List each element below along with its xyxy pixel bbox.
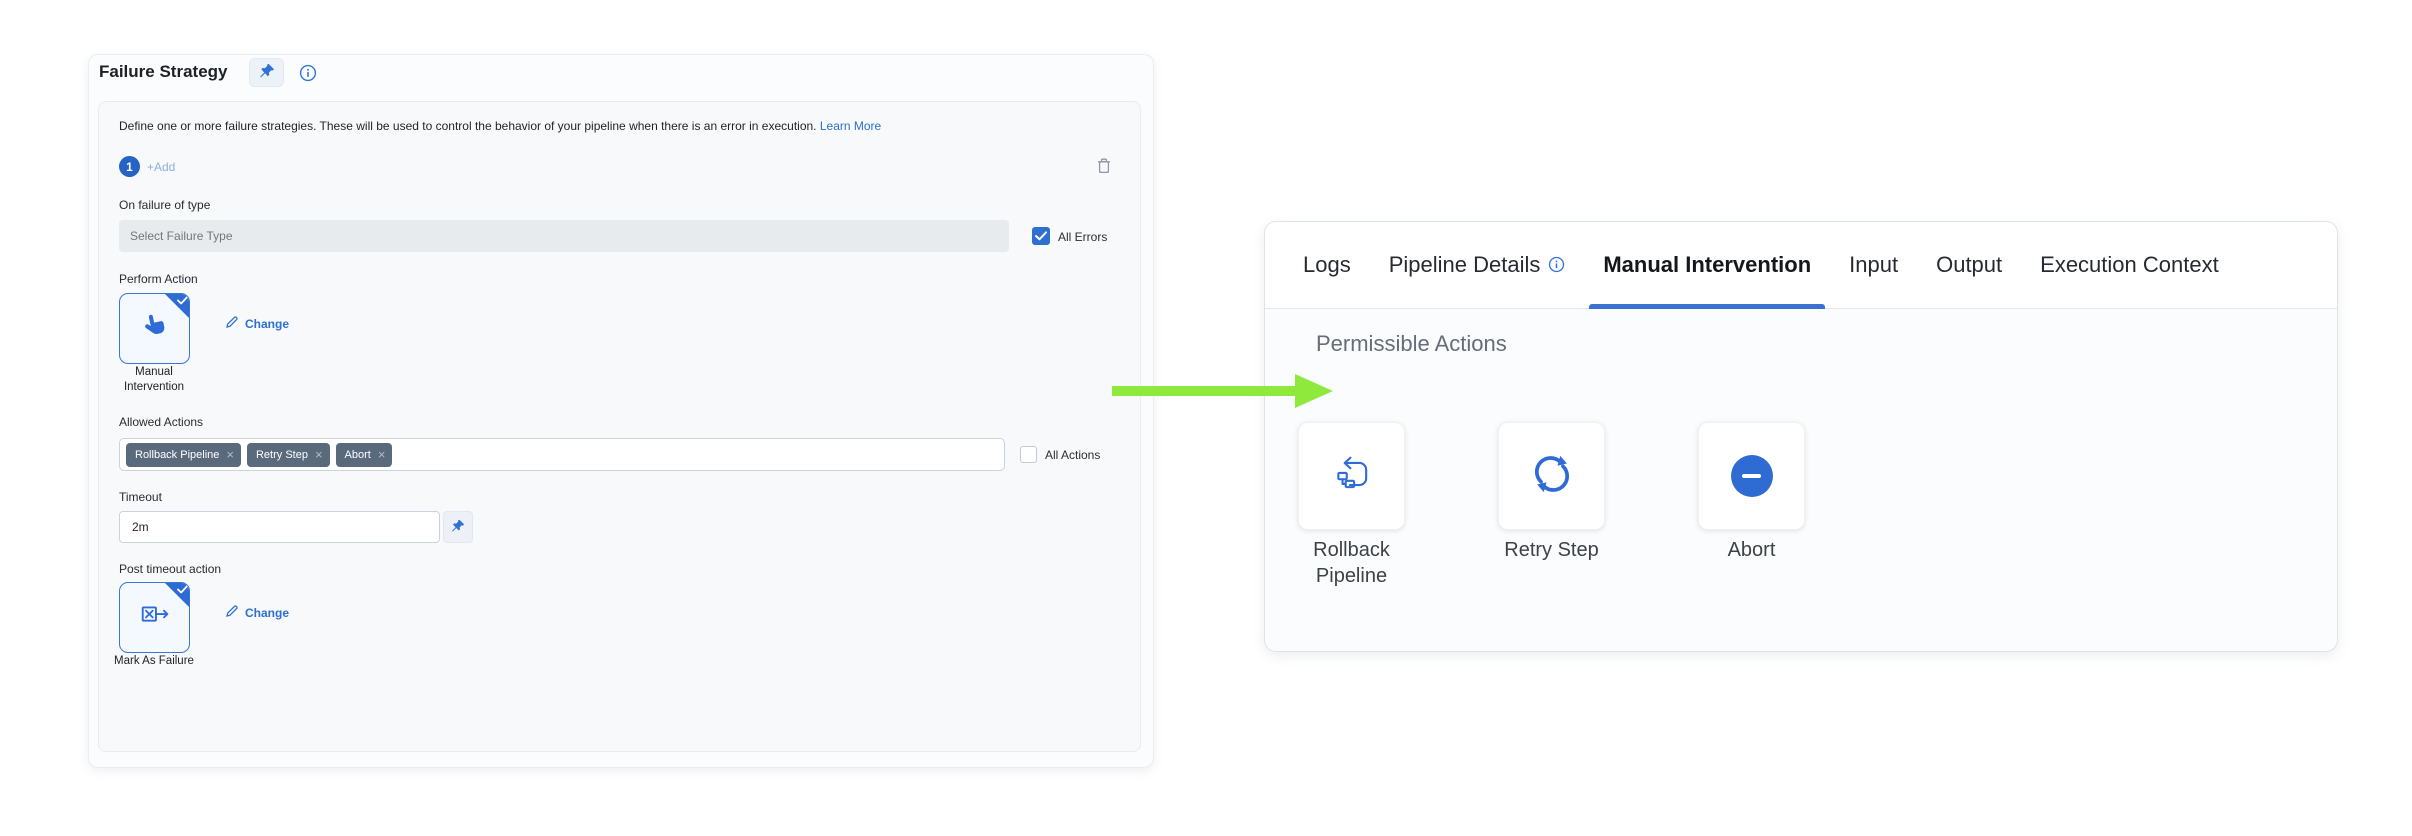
change-action-link[interactable]: Change: [225, 315, 289, 332]
step-details-panel: Logs Pipeline Details Manual Interventio…: [1264, 221, 2338, 652]
tag-retry-step[interactable]: Retry Step ×: [246, 442, 330, 467]
remove-tag-icon[interactable]: ×: [377, 447, 386, 462]
tab-pipeline-details[interactable]: Pipeline Details: [1389, 222, 1566, 308]
action-label: Retry Step: [1504, 539, 1599, 561]
manual-intervention-card[interactable]: [119, 293, 190, 364]
remove-tag-icon[interactable]: ×: [226, 447, 234, 462]
timeout-label: Timeout: [119, 490, 162, 504]
add-strategy-button[interactable]: +Add: [147, 160, 176, 174]
tag-rollback-pipeline[interactable]: Rollback Pipeline ×: [126, 442, 241, 467]
details-tabbar: Logs Pipeline Details Manual Interventio…: [1265, 222, 2337, 309]
permissible-actions-title: Permissible Actions: [1316, 331, 1507, 356]
all-errors-label: All Errors: [1058, 230, 1108, 244]
tag-abort[interactable]: Abort ×: [335, 442, 393, 467]
mark-as-failure-card[interactable]: [119, 582, 190, 653]
description-text: Define one or more failure strategies. T…: [119, 119, 817, 133]
pencil-icon: [225, 315, 239, 332]
pin-button[interactable]: [249, 58, 284, 87]
action-label: Abort: [1727, 539, 1776, 561]
all-errors-checkbox[interactable]: [1032, 227, 1050, 245]
perform-action-label: Perform Action: [119, 272, 198, 286]
action-card-abort[interactable]: [1698, 422, 1805, 530]
pushpin-icon: [451, 519, 465, 536]
perform-action-value: Manual Intervention: [123, 366, 185, 393]
timeout-input[interactable]: [119, 511, 440, 543]
failure-strategy-panel: Failure Strategy Define one or more fail…: [88, 54, 1154, 768]
failure-type-select[interactable]: [119, 220, 1009, 252]
rollback-pipeline-icon: [1331, 453, 1373, 500]
pencil-icon: [225, 604, 239, 621]
change-post-timeout-link[interactable]: Change: [225, 604, 289, 621]
retry-icon: [1530, 452, 1574, 501]
delete-strategy-button[interactable]: [1095, 157, 1113, 177]
strategy-index-badge[interactable]: 1: [119, 156, 140, 177]
action-card-rollback-pipeline[interactable]: [1298, 422, 1405, 530]
post-timeout-value: Mark As Failure: [114, 655, 194, 667]
action-label: Rollback Pipeline: [1313, 539, 1390, 587]
tab-input[interactable]: Input: [1849, 252, 1899, 277]
remove-tag-icon[interactable]: ×: [314, 447, 323, 462]
tab-manual-intervention[interactable]: Manual Intervention: [1589, 222, 1825, 309]
timeout-pin-button[interactable]: [443, 511, 473, 543]
tab-output[interactable]: Output: [1936, 252, 2003, 277]
all-actions-checkbox[interactable]: [1020, 446, 1037, 463]
action-card-retry-step[interactable]: [1498, 422, 1605, 530]
allowed-actions-label: Allowed Actions: [119, 415, 204, 429]
tab-execution-context[interactable]: Execution Context: [2040, 252, 2219, 277]
manual-intervention-content: Permissible Actions Rollback Pipeline Re…: [1265, 309, 2337, 651]
learn-more-link[interactable]: Learn More: [819, 119, 882, 133]
hand-pointer-icon: [140, 311, 170, 346]
pushpin-icon: [259, 63, 275, 82]
all-actions-label: All Actions: [1045, 448, 1101, 462]
info-icon[interactable]: [1548, 256, 1565, 273]
info-icon[interactable]: [299, 64, 317, 82]
abort-icon: [1730, 455, 1773, 497]
allowed-actions-input[interactable]: Rollback Pipeline × Retry Step × Abort ×: [119, 438, 1005, 471]
on-failure-label: On failure of type: [119, 198, 211, 212]
trash-icon: [1096, 158, 1112, 178]
mark-as-failure-icon: [138, 598, 172, 637]
failure-strategy-form: Define one or more failure strategies. T…: [98, 101, 1141, 752]
post-timeout-label: Post timeout action: [119, 562, 222, 576]
panel-title: Failure Strategy: [99, 62, 228, 81]
tab-logs[interactable]: Logs: [1303, 252, 1351, 277]
